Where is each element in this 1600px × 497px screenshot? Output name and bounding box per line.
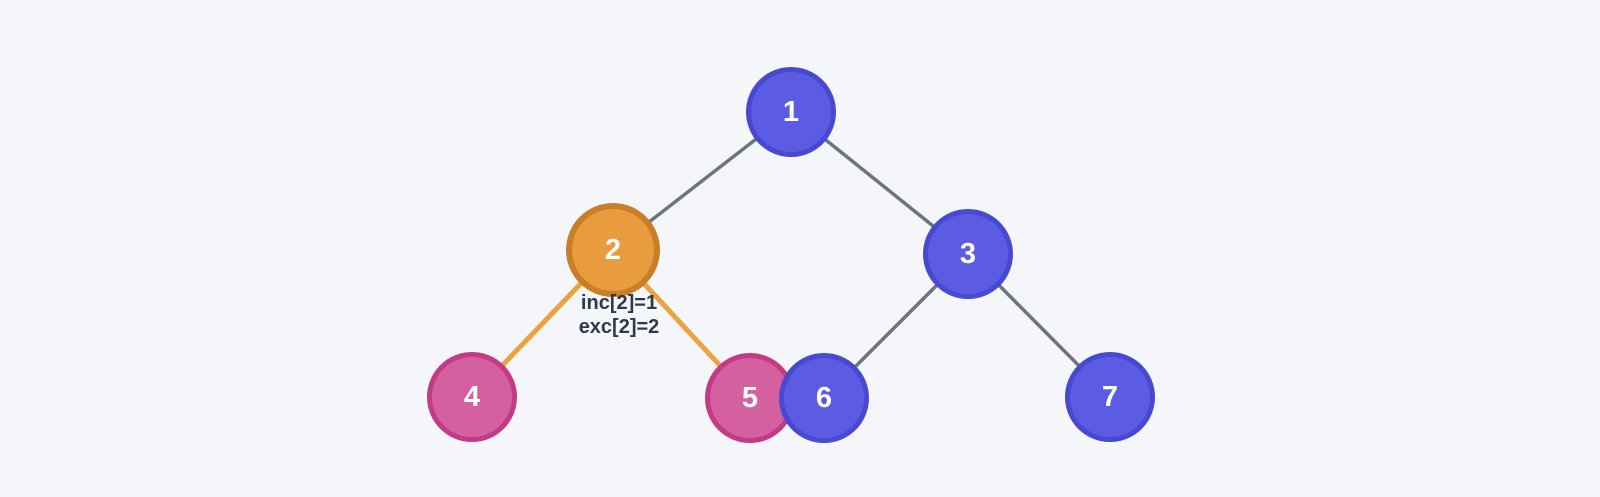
tree-node-7: 7 [1065, 352, 1155, 442]
tree-node-1: 1 [746, 67, 836, 157]
dp-annotation: inc[2]=1 exc[2]=2 [579, 291, 660, 339]
tree-node-4: 4 [427, 352, 517, 442]
tree-node-6: 6 [779, 353, 869, 443]
annotation-exc-line: exc[2]=2 [578, 316, 660, 338]
tree-node-3: 3 [923, 209, 1013, 299]
annotation-inc-line: inc[2]=1 [580, 292, 658, 314]
tree-node-2: 2 [566, 203, 660, 297]
